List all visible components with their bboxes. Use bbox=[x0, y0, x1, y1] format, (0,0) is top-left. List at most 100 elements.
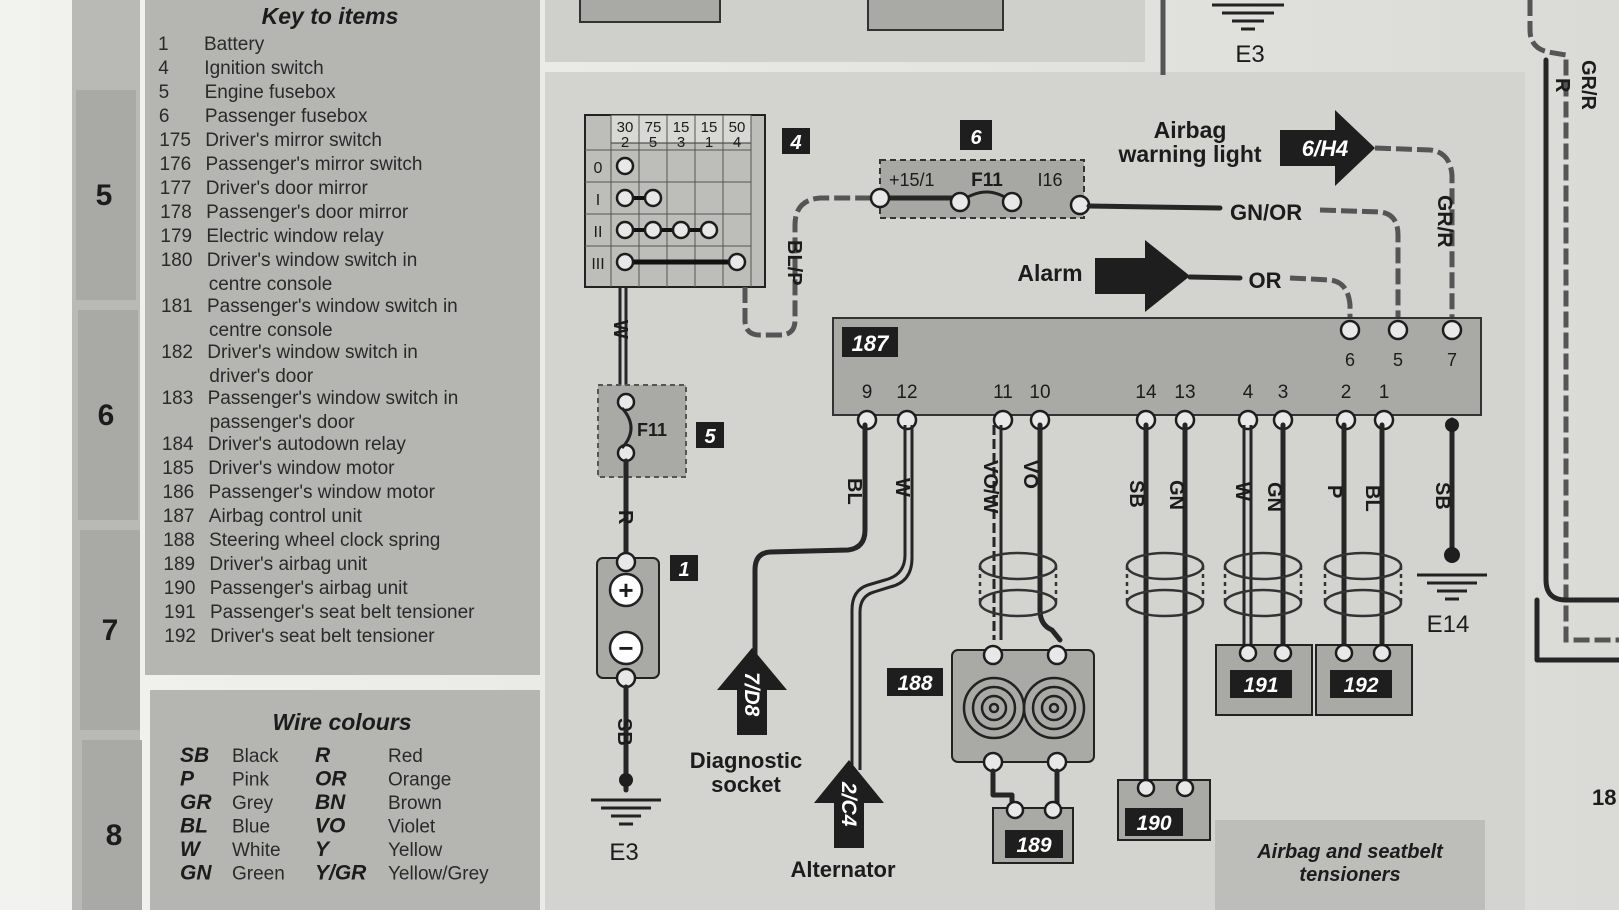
side-tab-5-label: 5 bbox=[96, 179, 113, 212]
key-item-label: Passenger fusebox bbox=[205, 106, 368, 127]
fuse6-tag: 6 bbox=[970, 127, 982, 149]
fuse6-label-mid: F11 bbox=[971, 170, 1003, 191]
ign-row-label: 0 bbox=[594, 160, 603, 177]
wire-colours-panel bbox=[150, 690, 540, 910]
wire-code-2: Y/GR bbox=[315, 862, 367, 885]
fuse5-tag: 5 bbox=[704, 426, 716, 448]
ign-header-top: 15 bbox=[701, 119, 718, 136]
key-item-num: 4 bbox=[158, 58, 169, 79]
c189-tag: 189 bbox=[1016, 834, 1051, 857]
ecu-bottom-pin: 12 bbox=[896, 382, 917, 403]
side-tab-6-label: 6 bbox=[98, 399, 115, 432]
wire-label-sb-left: SB bbox=[613, 718, 635, 746]
key-item-num: 178 bbox=[160, 202, 192, 223]
key-item-label: Passenger's mirror switch bbox=[206, 154, 423, 175]
airbag-label-1: Airbag bbox=[1154, 117, 1227, 143]
top-component-left bbox=[579, 0, 721, 23]
component-188-clock-spring: 188 bbox=[887, 644, 1095, 773]
key-item-label: Airbag control unit bbox=[209, 506, 363, 527]
key-item-label: Engine fusebox bbox=[205, 82, 336, 103]
key-item-num: 179 bbox=[160, 226, 192, 247]
battery-tag: 1 bbox=[678, 559, 689, 581]
wire-blp bbox=[742, 195, 880, 338]
wire-code-2: VO bbox=[315, 815, 345, 838]
ecu-bottom-pin: 9 bbox=[862, 382, 873, 403]
ecu-top-pin: 7 bbox=[1447, 350, 1457, 370]
key-item-num: 191 bbox=[164, 602, 196, 623]
key-item-label-cont: centre console bbox=[209, 274, 333, 295]
key-item-num: 185 bbox=[162, 458, 194, 479]
fuse6-label-left: +15/1 bbox=[889, 170, 935, 190]
wire-gnor-a bbox=[1086, 203, 1223, 211]
wire-code-1: BL bbox=[180, 815, 208, 838]
side-tab-5 bbox=[76, 90, 136, 300]
key-item-label: Passenger's door mirror bbox=[206, 202, 409, 223]
wire-w12-b bbox=[858, 425, 914, 770]
wire-name-1: Blue bbox=[232, 817, 270, 838]
wire-colours-title: Wire colours bbox=[272, 709, 411, 735]
diag-ref: 7/D8 bbox=[740, 672, 763, 717]
wire-name-1: Pink bbox=[232, 770, 269, 791]
key-item-num: 181 bbox=[161, 296, 193, 317]
key-item-label-cont: driver's door bbox=[209, 366, 314, 387]
wire-gnor-b bbox=[1319, 207, 1401, 330]
key-item-label: Passenger's window switch in bbox=[207, 296, 458, 317]
wire-name-1: Green bbox=[232, 864, 285, 885]
wire-code-2: R bbox=[315, 744, 331, 767]
ign-header-bottom: 1 bbox=[705, 134, 713, 151]
wire-label-vow: VO/W bbox=[979, 460, 1001, 513]
ign-header-bottom: 4 bbox=[733, 134, 741, 151]
side-tab-8 bbox=[82, 740, 142, 910]
key-item-num: 177 bbox=[160, 178, 192, 199]
ecu-bottom-pin: 14 bbox=[1135, 382, 1157, 403]
wire-label-gnor: GN/OR bbox=[1230, 200, 1302, 225]
footer-caption: Airbag and seatbelt tensioners bbox=[1215, 820, 1485, 910]
key-item-label: Driver's airbag unit bbox=[209, 554, 368, 575]
airbag-ref: 6/H4 bbox=[1302, 136, 1348, 161]
side-tabs: 5 6 7 8 bbox=[76, 90, 142, 910]
alt-ref: 2/C4 bbox=[837, 781, 860, 827]
alt-label: Alternator bbox=[790, 857, 896, 882]
key-panel bbox=[145, 0, 540, 675]
wire-label-r-left: R bbox=[614, 510, 636, 525]
component-191: 191 bbox=[1215, 643, 1313, 716]
ground-bottom-label: E3 bbox=[609, 839, 638, 866]
wire-label-gn13: GN bbox=[1165, 480, 1187, 510]
wire-label-blp: BL/P bbox=[783, 240, 805, 286]
twisted-pair-loops bbox=[978, 551, 1403, 618]
key-item-num: 188 bbox=[163, 530, 195, 551]
wire-name-1: White bbox=[232, 840, 281, 861]
wire-code-1: GN bbox=[180, 862, 212, 885]
footer-caption-2: tensioners bbox=[1299, 864, 1400, 886]
ign-header-top: 50 bbox=[729, 119, 746, 136]
key-item-label: Passenger's airbag unit bbox=[210, 578, 409, 599]
ign-header-top: 75 bbox=[645, 119, 662, 136]
alarm-label: Alarm bbox=[1017, 260, 1082, 286]
key-item-num: 187 bbox=[163, 506, 195, 527]
ecu-bottom-pin: 13 bbox=[1174, 382, 1195, 403]
airbag-warning-arrow: Airbag warning light 6/H4 bbox=[1117, 110, 1375, 186]
key-item-label: Passenger's seat belt tensioner bbox=[210, 602, 475, 623]
battery-minus: − bbox=[618, 633, 633, 663]
key-item-num: 6 bbox=[159, 106, 170, 127]
wire-name-2: Orange bbox=[388, 770, 451, 791]
ecu-top-pin: 5 bbox=[1393, 350, 1403, 370]
ign-header-bottom: 5 bbox=[649, 134, 657, 151]
ign-header-bottom: 2 bbox=[621, 134, 629, 151]
ground-right: E14 bbox=[1417, 418, 1487, 638]
key-item-label: Battery bbox=[204, 34, 265, 55]
wire-code-2: BN bbox=[315, 791, 346, 814]
key-item-label: Electric window relay bbox=[206, 226, 384, 247]
side-tab-7-label: 7 bbox=[102, 614, 119, 647]
wire-label-w4: W bbox=[1231, 482, 1253, 501]
diag-label-1: Diagnostic bbox=[690, 748, 802, 773]
side-tab-8-label: 8 bbox=[106, 819, 123, 852]
wire-name-2: Yellow bbox=[388, 840, 443, 861]
wire-name-2: Yellow/Grey bbox=[388, 864, 489, 885]
key-item-num: 5 bbox=[159, 82, 170, 103]
ecu-bottom-pin: 2 bbox=[1341, 382, 1352, 403]
key-item-label: Driver's window switch in bbox=[207, 342, 418, 363]
wire-label-bl9: BL bbox=[843, 478, 865, 505]
